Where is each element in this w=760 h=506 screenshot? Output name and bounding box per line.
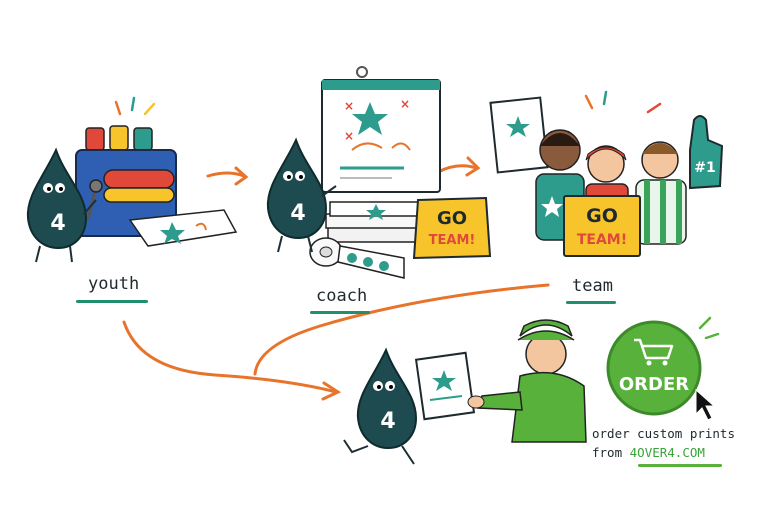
foam-finger-text: #1: [694, 160, 715, 176]
label-coach: coach: [316, 286, 368, 306]
customer: [467, 319, 587, 443]
mascot-number-delivery: 4: [380, 409, 395, 434]
mascot-number-youth: 4: [50, 211, 65, 236]
arrow-youth-to-coach: [206, 166, 249, 186]
caption-from: from: [592, 445, 623, 460]
cursor-icon: [695, 388, 716, 421]
order-button[interactable]: ORDER: [606, 316, 720, 416]
order-button-label: ORDER: [619, 374, 689, 395]
go-team-sign-fans: GO TEAM!: [563, 195, 641, 257]
caption-line1: order custom prints: [592, 426, 735, 441]
svg-text:×: ×: [344, 99, 354, 113]
order-caption: order custom prints from 4OVER4.COM: [592, 424, 742, 467]
mascot-coach: 4: [266, 137, 337, 253]
sign-team-fans: TEAM!: [577, 232, 627, 248]
go-team-sign-coach: GO TEAM!: [412, 196, 492, 260]
sign-go-coach: GO: [437, 208, 467, 229]
underline-youth: [76, 300, 148, 303]
site-link[interactable]: 4OVER4.COM: [629, 445, 705, 460]
label-team: team: [572, 276, 613, 296]
sign-go-fans: GO: [586, 205, 618, 227]
underline-coach: [310, 311, 370, 314]
svg-text:×: ×: [344, 129, 354, 143]
sticker-roll: [309, 237, 405, 279]
caption-line2: from 4OVER4.COM: [592, 443, 742, 462]
printer-illustration: [75, 96, 238, 247]
delivered-poster: [414, 351, 476, 421]
mascot-youth: 4: [26, 147, 97, 263]
paper-stack: [325, 201, 421, 243]
foam-finger: #1: [689, 115, 724, 190]
arrow-youth-to-delivery: [122, 320, 342, 401]
poster-illustration: × × ×: [321, 66, 441, 193]
mascot-number-coach: 4: [290, 201, 305, 226]
mascot-delivery: 4: [343, 347, 418, 465]
sign-team-coach: TEAM!: [429, 233, 476, 248]
underline-site: [638, 464, 722, 467]
label-youth: youth: [88, 274, 140, 294]
arrow-coach-to-team: [436, 156, 481, 177]
shopping-cart-icon: [634, 338, 674, 366]
arrow-team-to-delivery: [253, 283, 550, 376]
underline-team: [566, 301, 616, 304]
svg-text:×: ×: [400, 97, 410, 111]
